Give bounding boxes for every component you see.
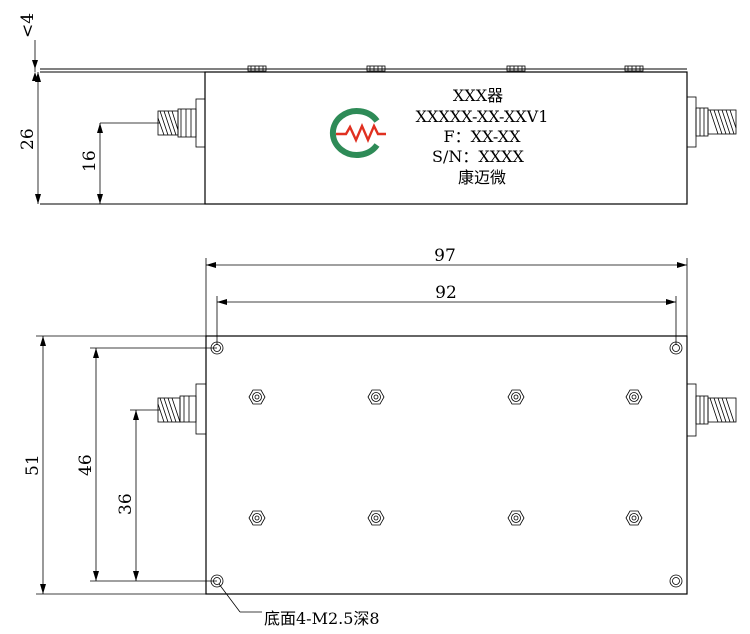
dim-connector-offset: 36 [116, 409, 160, 581]
dim-hole-spacing-x: 92 [216, 283, 677, 345]
dim-connector-offset-text: 36 [116, 493, 136, 515]
dim-hole-spacing-y: 46 [76, 347, 217, 582]
dim-connector-height: 16 [80, 122, 160, 204]
mounting-holes [210, 341, 683, 588]
dim-side-height: 26 [18, 72, 41, 204]
bottom-note-text: 底面4-M2.5深8 [264, 609, 380, 628]
dim-gap-text: <4 [18, 13, 38, 38]
top-left-connector [157, 383, 207, 435]
bottom-note: 底面4-M2.5深8 [218, 583, 380, 628]
dim-hole-spacing-x-text: 92 [435, 283, 457, 303]
dim-length-text: 97 [434, 246, 456, 266]
dim-width: 51 [23, 335, 206, 595]
company-logo [329, 108, 386, 158]
dim-hole-spacing-y-text: 46 [76, 454, 96, 476]
label-product: XXX器 [453, 86, 503, 105]
dim-gap: <4 [18, 13, 38, 81]
side-body [204, 71, 688, 205]
side-right-connector [686, 96, 737, 148]
dim-side-height-text: 26 [18, 128, 38, 150]
dim-width-text: 51 [23, 454, 43, 476]
label-model: XXXXX-XX-XXV1 [416, 107, 549, 126]
top-body [205, 335, 688, 595]
label-serial: S/N：XXXX [432, 147, 525, 166]
top-right-connector [686, 383, 737, 437]
label-company: 康迈微 [458, 168, 506, 187]
side-screw-heads [247, 65, 644, 72]
top-view: 97 92 51 46 [23, 246, 737, 628]
side-left-connector [157, 98, 206, 148]
dim-connector-height-text: 16 [80, 150, 100, 172]
side-view: <4 26 16 XXX器 XXXXX-XX-XXV1 F：XX-XX S/N：… [18, 13, 737, 205]
dim-length: 97 [205, 246, 688, 336]
tuning-screws [248, 389, 643, 526]
label-frequency: F：XX-XX [444, 127, 522, 146]
